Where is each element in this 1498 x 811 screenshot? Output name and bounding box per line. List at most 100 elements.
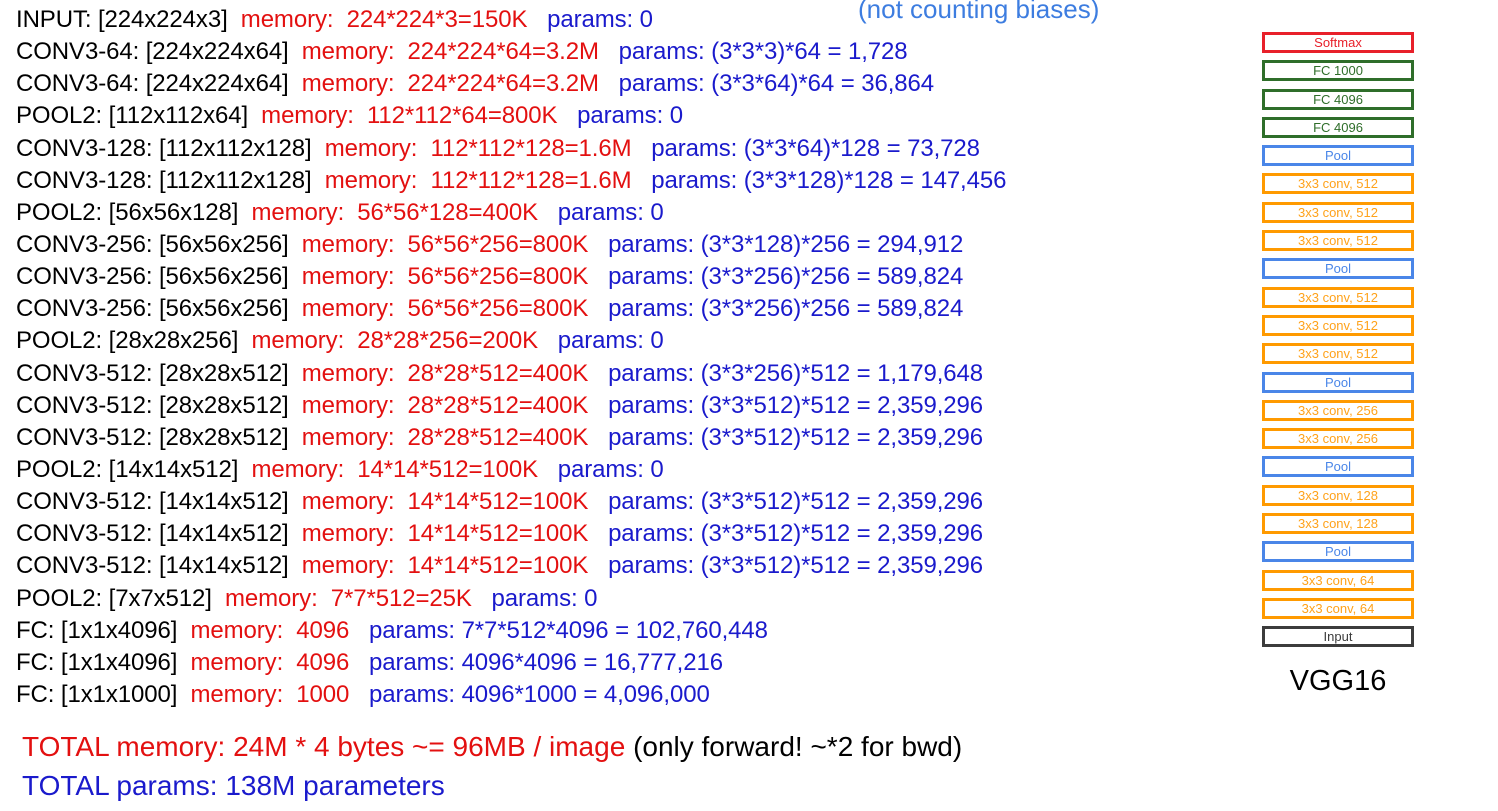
arch-block-input: Input (1262, 626, 1414, 648)
layer-params: params: (3*3*128)*256 = 294,912 (608, 230, 964, 258)
layer-params: params: (3*3*512)*512 = 2,359,296 (608, 423, 984, 451)
arch-block-fc: FC 4096 (1262, 88, 1414, 110)
layer-spec: CONV3-256: [56x56x256] (16, 230, 289, 258)
layer-memory: memory: 224*224*64=3.2M (301, 38, 599, 66)
layer-row: CONV3-256: [56x56x256] memory: 56*56*256… (16, 229, 1236, 261)
layer-spec: POOL2: [7x7x512] (16, 584, 212, 612)
architecture-name: VGG16 (1289, 665, 1387, 697)
layer-table: INPUT: [224x224x3] memory: 224*224*3=150… (16, 4, 1236, 711)
layer-memory: memory: 112*112*128=1.6M (324, 166, 632, 194)
layer-row: CONV3-128: [112x112x128] memory: 112*112… (16, 133, 1236, 165)
layer-params: params: (3*3*64)*64 = 36,864 (618, 70, 935, 98)
layer-spec: POOL2: [28x28x256] (16, 327, 239, 355)
layer-spec: CONV3-64: [224x224x64] (16, 70, 289, 98)
layer-row: FC: [1x1x4096] memory: 4096 params: 4096… (16, 647, 1236, 679)
layer-params: params: 0 (491, 584, 598, 612)
total-memory-line: TOTAL memory: 24M * 4 bytes ~= 96MB / im… (22, 731, 962, 763)
layer-memory: memory: 1000 (190, 680, 350, 708)
layer-params: params: (3*3*512)*512 = 2,359,296 (608, 488, 984, 516)
arch-block-conv: 3x3 conv, 512 (1262, 343, 1414, 365)
layer-spec: FC: [1x1x4096] (16, 648, 178, 676)
layer-spec: CONV3-128: [112x112x128] (16, 166, 312, 194)
layer-params: params: 0 (577, 102, 683, 130)
layer-memory: memory: 14*14*512=100K (251, 455, 539, 483)
arch-block-conv: 3x3 conv, 128 (1262, 484, 1414, 506)
layer-memory: memory: 56*56*256=800K (301, 230, 589, 258)
arch-block-conv: 3x3 conv, 512 (1262, 173, 1414, 195)
layer-spec: CONV3-512: [14x14x512] (16, 552, 289, 580)
layer-spec: CONV3-512: [14x14x512] (16, 520, 289, 548)
layer-params: params: (3*3*64)*128 = 73,728 (651, 134, 980, 162)
layer-params: params: 4096*4096 = 16,777,216 (369, 648, 723, 676)
layer-params: params: 4096*1000 = 4,096,000 (369, 680, 710, 708)
layer-spec: CONV3-512: [28x28x512] (16, 359, 289, 387)
layer-params: params: (3*3*512)*512 = 2,359,296 (608, 552, 984, 580)
arch-block-conv: 3x3 conv, 512 (1262, 230, 1414, 252)
layer-row: CONV3-256: [56x56x256] memory: 56*56*256… (16, 261, 1236, 293)
total-params-line: TOTAL params: 138M parameters (22, 770, 445, 801)
layer-spec: POOL2: [112x112x64] (16, 102, 249, 130)
layer-memory: memory: 112*112*64=800K (261, 102, 558, 130)
arch-block-conv: 3x3 conv, 256 (1262, 399, 1414, 421)
arch-block-pool: Pool (1262, 258, 1414, 280)
layer-row: CONV3-256: [56x56x256] memory: 56*56*256… (16, 293, 1236, 325)
arch-block-conv: 3x3 conv, 64 (1262, 597, 1414, 619)
arch-block-pool: Pool (1262, 541, 1414, 563)
arch-block-pool: Pool (1262, 145, 1414, 167)
layer-row: POOL2: [7x7x512] memory: 7*7*512=25K par… (16, 583, 1236, 615)
layer-row: CONV3-64: [224x224x64] memory: 224*224*6… (16, 36, 1236, 68)
layer-spec: CONV3-512: [28x28x512] (16, 423, 289, 451)
layer-params: params: 0 (547, 6, 653, 33)
layer-params: params: (3*3*128)*128 = 147,456 (651, 166, 1007, 194)
layer-spec: CONV3-64: [224x224x64] (16, 38, 289, 66)
layer-spec: POOL2: [56x56x128] (16, 198, 239, 226)
layer-params: params: (3*3*512)*512 = 2,359,296 (608, 520, 984, 548)
layer-memory: memory: 28*28*256=200K (251, 327, 539, 355)
layer-memory: memory: 14*14*512=100K (301, 520, 589, 548)
layer-params: params: 0 (557, 198, 664, 226)
layer-memory: memory: 7*7*512=25K (225, 584, 472, 612)
layer-memory: memory: 4096 (190, 648, 350, 676)
arch-block-fc: FC 4096 (1262, 116, 1414, 138)
layer-row: CONV3-512: [28x28x512] memory: 28*28*512… (16, 358, 1236, 390)
layer-memory: memory: 28*28*512=400K (301, 423, 589, 451)
arch-block-conv: 3x3 conv, 256 (1262, 428, 1414, 450)
layer-row: CONV3-512: [14x14x512] memory: 14*14*512… (16, 486, 1236, 518)
arch-block-conv: 3x3 conv, 512 (1262, 286, 1414, 308)
layer-memory: memory: 112*112*128=1.6M (324, 134, 632, 162)
layer-row: CONV3-512: [28x28x512] memory: 28*28*512… (16, 422, 1236, 454)
layer-params: params: (3*3*3)*64 = 1,728 (618, 38, 908, 66)
layer-spec: POOL2: [14x14x512] (16, 455, 239, 483)
layer-memory: memory: 56*56*256=800K (301, 295, 589, 323)
arch-block-conv: 3x3 conv, 512 (1262, 201, 1414, 223)
layer-memory: memory: 224*224*64=3.2M (301, 70, 599, 98)
layer-spec: CONV3-512: [28x28x512] (16, 391, 289, 419)
arch-block-fc: FC 1000 (1262, 60, 1414, 82)
layer-row: CONV3-128: [112x112x128] memory: 112*112… (16, 165, 1236, 197)
layer-params: params: (3*3*256)*256 = 589,824 (608, 295, 964, 323)
arch-block-conv: 3x3 conv, 128 (1262, 513, 1414, 535)
layer-params: params: (3*3*256)*512 = 1,179,648 (608, 359, 984, 387)
total-memory-note: (only forward! ~*2 for bwd) (633, 731, 963, 762)
layer-params: params: 0 (557, 455, 664, 483)
arch-block-pool: Pool (1262, 371, 1414, 393)
layer-spec: FC: [1x1x1000] (16, 680, 178, 708)
layer-memory: memory: 28*28*512=400K (301, 391, 589, 419)
total-memory-text: TOTAL memory: 24M * 4 bytes ~= 96MB / im… (22, 731, 626, 762)
layer-row: FC: [1x1x1000] memory: 1000 params: 4096… (16, 679, 1236, 711)
layer-params: params: (3*3*512)*512 = 2,359,296 (608, 391, 984, 419)
arch-block-softmax: Softmax (1262, 32, 1414, 53)
biases-note: (not counting biases) (858, 0, 1100, 24)
layer-memory: memory: 14*14*512=100K (301, 552, 589, 580)
layer-memory: memory: 14*14*512=100K (301, 488, 589, 516)
layer-memory: memory: 4096 (190, 616, 350, 644)
layer-row: CONV3-512: [14x14x512] memory: 14*14*512… (16, 518, 1236, 550)
layer-row: CONV3-512: [14x14x512] memory: 14*14*512… (16, 550, 1236, 582)
layer-row: CONV3-512: [28x28x512] memory: 28*28*512… (16, 390, 1236, 422)
layer-memory: memory: 28*28*512=400K (301, 359, 589, 387)
layer-spec: CONV3-512: [14x14x512] (16, 488, 289, 516)
layer-spec: FC: [1x1x4096] (16, 616, 178, 644)
layer-memory: memory: 224*224*3=150K (240, 6, 528, 33)
arch-block-conv: 3x3 conv, 512 (1262, 314, 1414, 336)
layer-spec: CONV3-128: [112x112x128] (16, 134, 312, 162)
